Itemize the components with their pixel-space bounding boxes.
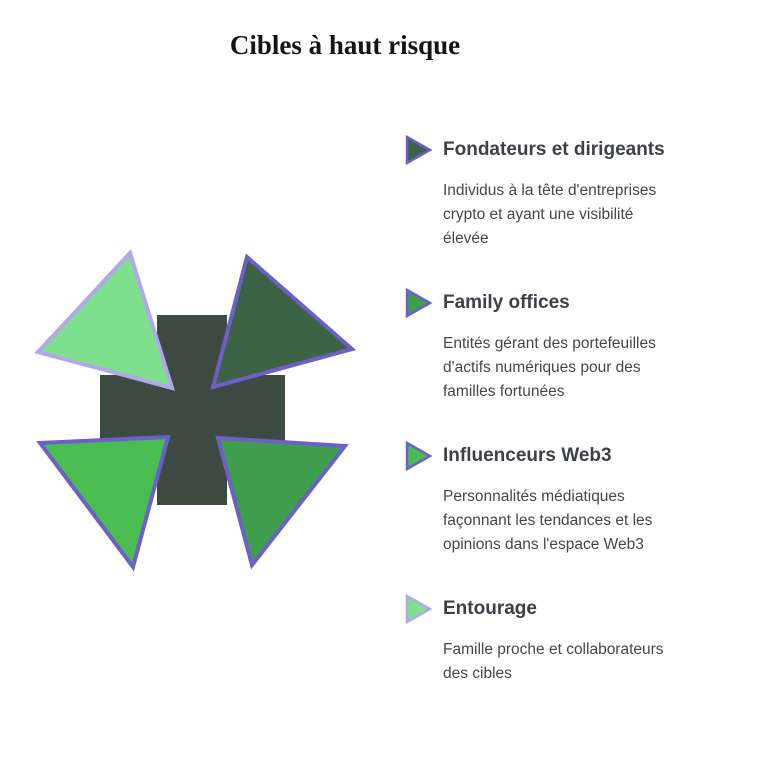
- cross-shape: [100, 315, 285, 505]
- triangle-bottom-right: [215, 435, 349, 570]
- triangle-right-icon: [405, 288, 433, 318]
- item-description: Entités gérant des portefeuilles d'actif…: [443, 335, 656, 400]
- triangle-right-icon: [405, 135, 433, 165]
- item-description: Personnalités médiatiques façonnant les …: [443, 488, 653, 553]
- triangle-top-right: [210, 253, 357, 390]
- item-header: Family offices: [405, 288, 705, 318]
- triangle-top-left: [34, 249, 175, 391]
- list-item: Fondateurs et dirigeants Individus à la …: [405, 135, 705, 251]
- item-header: Entourage: [405, 594, 705, 624]
- page-title: Cibles à haut risque: [229, 30, 461, 60]
- cross-arrows-graphic: [34, 249, 357, 572]
- list-item: Family offices Entités gérant des portef…: [405, 288, 705, 404]
- triangle-right-icon: [405, 594, 433, 624]
- item-header: Fondateurs et dirigeants: [405, 135, 705, 165]
- list-item: Entourage Famille proche et collaborateu…: [405, 594, 705, 686]
- item-label: Family offices: [443, 292, 570, 313]
- item-description: Famille proche et collaborateurs des cib…: [443, 641, 664, 682]
- item-description: Individus à la tête d'entreprises crypto…: [443, 182, 657, 247]
- triangle-right-icon: [405, 441, 433, 471]
- item-header: Influenceurs Web3: [405, 441, 705, 471]
- item-label: Entourage: [443, 598, 537, 619]
- legend-list: Fondateurs et dirigeants Individus à la …: [405, 135, 705, 723]
- triangle-bottom-left: [36, 434, 171, 572]
- item-label: Influenceurs Web3: [443, 445, 612, 466]
- list-item: Influenceurs Web3 Personnalités médiatiq…: [405, 441, 705, 557]
- item-label: Fondateurs et dirigeants: [443, 139, 665, 160]
